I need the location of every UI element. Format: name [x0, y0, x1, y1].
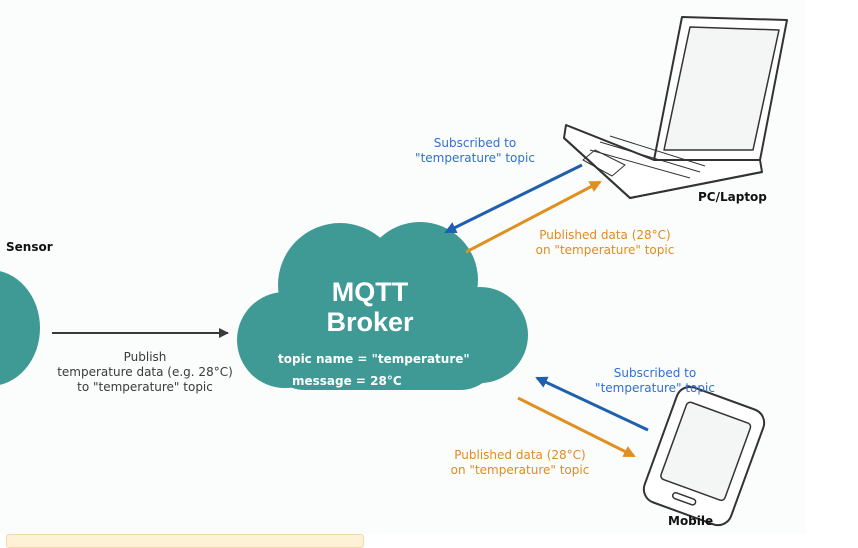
- laptop-icon: [563, 16, 788, 199]
- sensor-node: [0, 271, 40, 385]
- mqtt-broker-cloud: [237, 222, 528, 390]
- sensor-publish-label: Publish temperature data (e.g. 28°C) to …: [30, 350, 260, 395]
- sensor-publish-line2: temperature data (e.g. 28°C): [57, 365, 233, 379]
- laptop-label: PC/Laptop: [698, 190, 767, 204]
- laptop-subscribed-line2: "temperature" topic: [415, 151, 535, 165]
- laptop-published-line2: on "temperature" topic: [535, 243, 675, 257]
- laptop-published-line1: Published data (28°C): [539, 228, 671, 242]
- mobile-icon: [642, 385, 766, 527]
- laptop-subscribed-label: Subscribed to "temperature" topic: [400, 136, 550, 166]
- mobile-subscribed-line1: Subscribed to: [613, 366, 697, 380]
- laptop-publish-arrow: [465, 180, 602, 254]
- broker-message-line: message = 28°C: [292, 374, 402, 388]
- mobile-publish-arrow: [517, 396, 636, 458]
- broker-title: MQTT Broker: [295, 277, 445, 337]
- sensor-publish-line3: to "temperature" topic: [77, 380, 213, 394]
- laptop-subscribed-line1: Subscribed to: [433, 136, 517, 150]
- mobile-label: Mobile: [668, 514, 714, 528]
- broker-title-line2: Broker: [326, 307, 414, 337]
- sensor-label-text: Sensor: [6, 240, 53, 254]
- mobile-subscribe-arrow: [535, 376, 649, 432]
- mobile-published-label: Published data (28°C) on "temperature" t…: [430, 448, 610, 478]
- laptop-subscribe-arrow: [444, 163, 583, 234]
- laptop-published-label: Published data (28°C) on "temperature" t…: [515, 228, 695, 258]
- broker-title-line1: MQTT: [331, 277, 409, 307]
- sensor-publish-line1: Publish: [123, 350, 167, 364]
- mobile-subscribed-label: Subscribed to "temperature" topic: [580, 366, 730, 396]
- mobile-subscribed-line2: "temperature" topic: [595, 381, 715, 395]
- sensor-label: Sensor: [6, 240, 53, 254]
- bottom-highlight-bar: [6, 534, 364, 548]
- mobile-published-line1: Published data (28°C): [454, 448, 586, 462]
- mobile-published-line2: on "temperature" topic: [450, 463, 590, 477]
- broker-topic-line: topic name = "temperature": [278, 352, 470, 366]
